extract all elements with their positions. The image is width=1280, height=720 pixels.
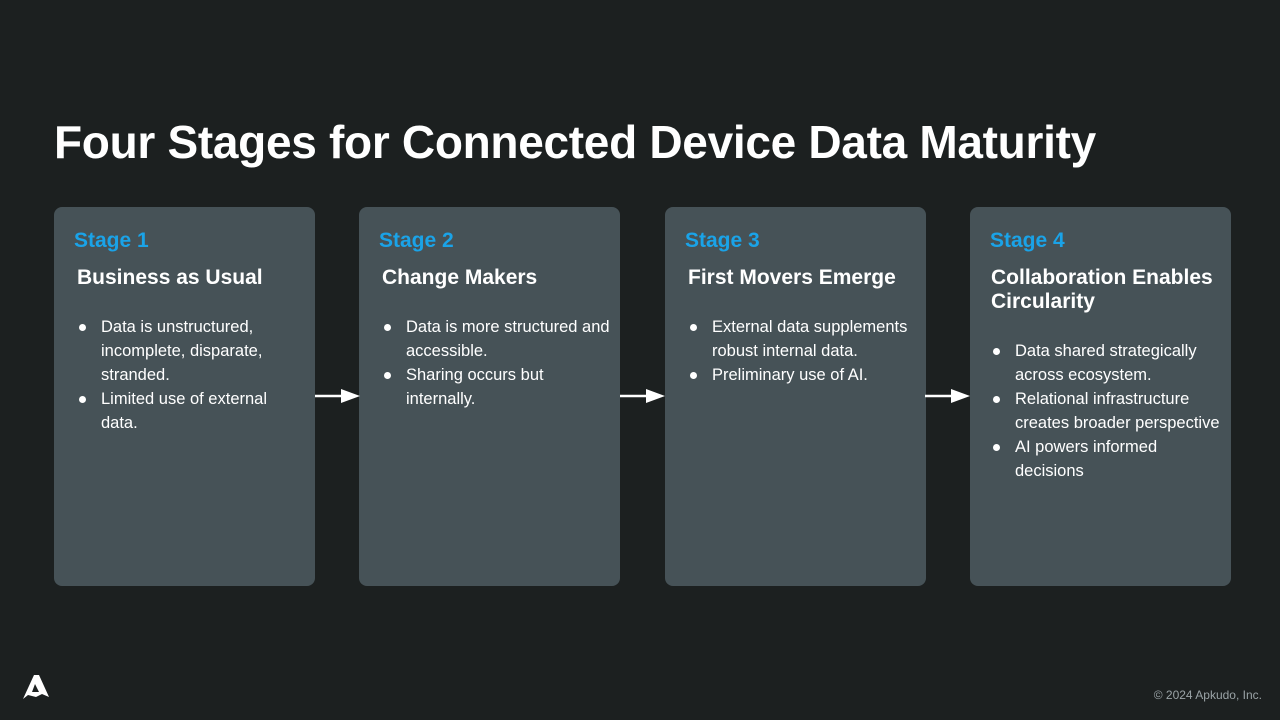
stage-heading: Collaboration Enables Circularity [991, 266, 1213, 313]
list-item: Relational infrastructure creates broade… [992, 387, 1222, 435]
list-item: AI powers informed decisions [992, 435, 1222, 483]
stage-bullet-list: Data shared strategically across ecosyst… [992, 339, 1222, 483]
list-item: Limited use of external data. [78, 387, 308, 435]
stage-heading: Change Makers [382, 266, 538, 289]
stage-bullet-list: Data is more structured and accessible. … [383, 315, 613, 411]
arrow-right-icon [925, 389, 970, 403]
list-item: External data supplements robust interna… [689, 315, 919, 363]
stage-card-3: Stage 3 First Movers Emerge External dat… [665, 207, 926, 586]
stage-bullet-list: Data is unstructured, incomplete, dispar… [78, 315, 308, 435]
stage-heading: First Movers Emerge [688, 266, 896, 289]
stage-card-4: Stage 4 Collaboration Enables Circularit… [970, 207, 1231, 586]
arrow-right-icon [315, 389, 360, 403]
stage-heading: Business as Usual [77, 266, 263, 289]
stage-bullet-list: External data supplements robust interna… [689, 315, 919, 387]
copyright-text: © 2024 Apkudo, Inc. [1153, 688, 1262, 702]
stage-label: Stage 1 [74, 229, 149, 252]
stage-label: Stage 2 [379, 229, 454, 252]
stage-card-1: Stage 1 Business as Usual Data is unstru… [54, 207, 315, 586]
stage-label: Stage 3 [685, 229, 760, 252]
list-item: Preliminary use of AI. [689, 363, 919, 387]
apkudo-logo-icon [23, 675, 49, 699]
list-item: Data shared strategically across ecosyst… [992, 339, 1222, 387]
list-item: Data is more structured and accessible. [383, 315, 613, 363]
slide-title: Four Stages for Connected Device Data Ma… [54, 116, 1096, 168]
list-item: Sharing occurs but internally. [383, 363, 613, 411]
stage-label: Stage 4 [990, 229, 1065, 252]
stage-card-2: Stage 2 Change Makers Data is more struc… [359, 207, 620, 586]
arrow-right-icon [620, 389, 665, 403]
list-item: Data is unstructured, incomplete, dispar… [78, 315, 308, 387]
